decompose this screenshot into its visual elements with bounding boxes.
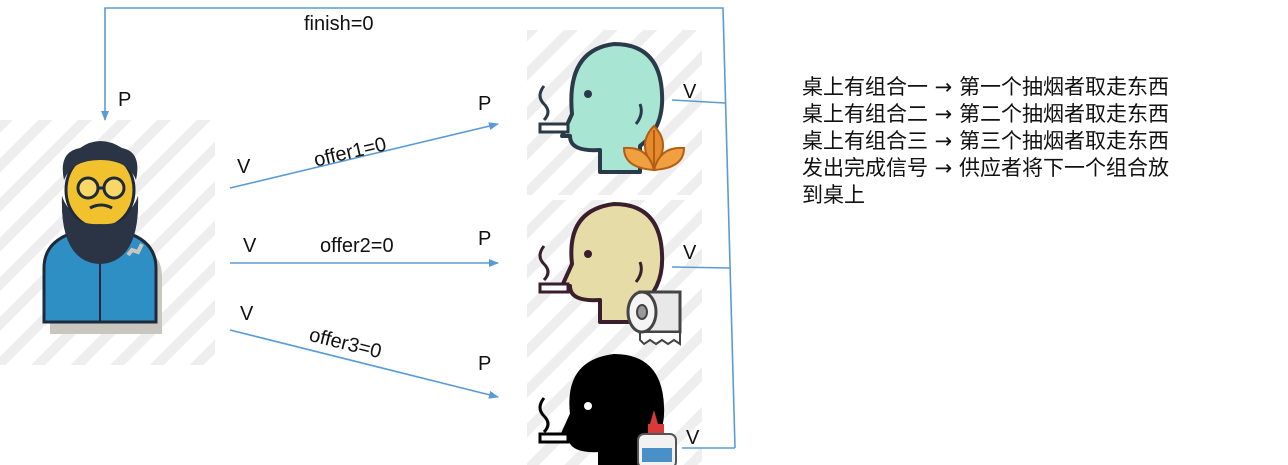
offer3-arrow: [229, 329, 499, 399]
smoker2-return-line: [671, 266, 731, 269]
legend-line-5: 到桌上: [802, 183, 865, 207]
smoker1-v-label: V: [683, 81, 697, 103]
finish-label: finish=0: [304, 13, 374, 35]
legend-line-2: 桌上有组合二 → 第二个抽烟者取走东西: [802, 102, 1169, 126]
tobacco-leaves-icon: [622, 124, 686, 172]
smoker2-p-label: P: [478, 228, 492, 250]
glue-bottle-icon: [637, 410, 677, 465]
offer2-label: offer2=0: [320, 235, 394, 257]
smoker3-p-label: P: [478, 353, 492, 375]
offer3-v-label: V: [240, 303, 254, 325]
smoker1-head-icon: [538, 42, 665, 174]
supplier-p-label: P: [118, 89, 132, 111]
legend: 桌上有组合一 → 第一个抽烟者取走东西 桌上有组合二 → 第二个抽烟者取走东西 …: [802, 74, 1288, 209]
offer1-v-label: V: [237, 156, 251, 178]
smoker1-p-label: P: [478, 93, 492, 115]
offer2-v-label: V: [243, 235, 257, 257]
legend-line-1: 桌上有组合一 → 第一个抽烟者取走东西: [802, 75, 1169, 99]
smoker2-v-label: V: [683, 242, 697, 264]
arrows: [101, 7, 736, 449]
finish-arrow: [101, 7, 736, 449]
legend-line-3: 桌上有组合三 → 第三个抽烟者取走东西: [802, 129, 1169, 153]
offer1-arrow: [229, 122, 499, 189]
paper-roll-icon: [626, 290, 682, 346]
smoker3-v-label: V: [686, 427, 700, 449]
bearded-man-icon: [42, 141, 162, 334]
legend-line-4: 发出完成信号 → 供应者将下一个组合放: [802, 156, 1169, 180]
smoker1-return-line: [671, 99, 726, 104]
